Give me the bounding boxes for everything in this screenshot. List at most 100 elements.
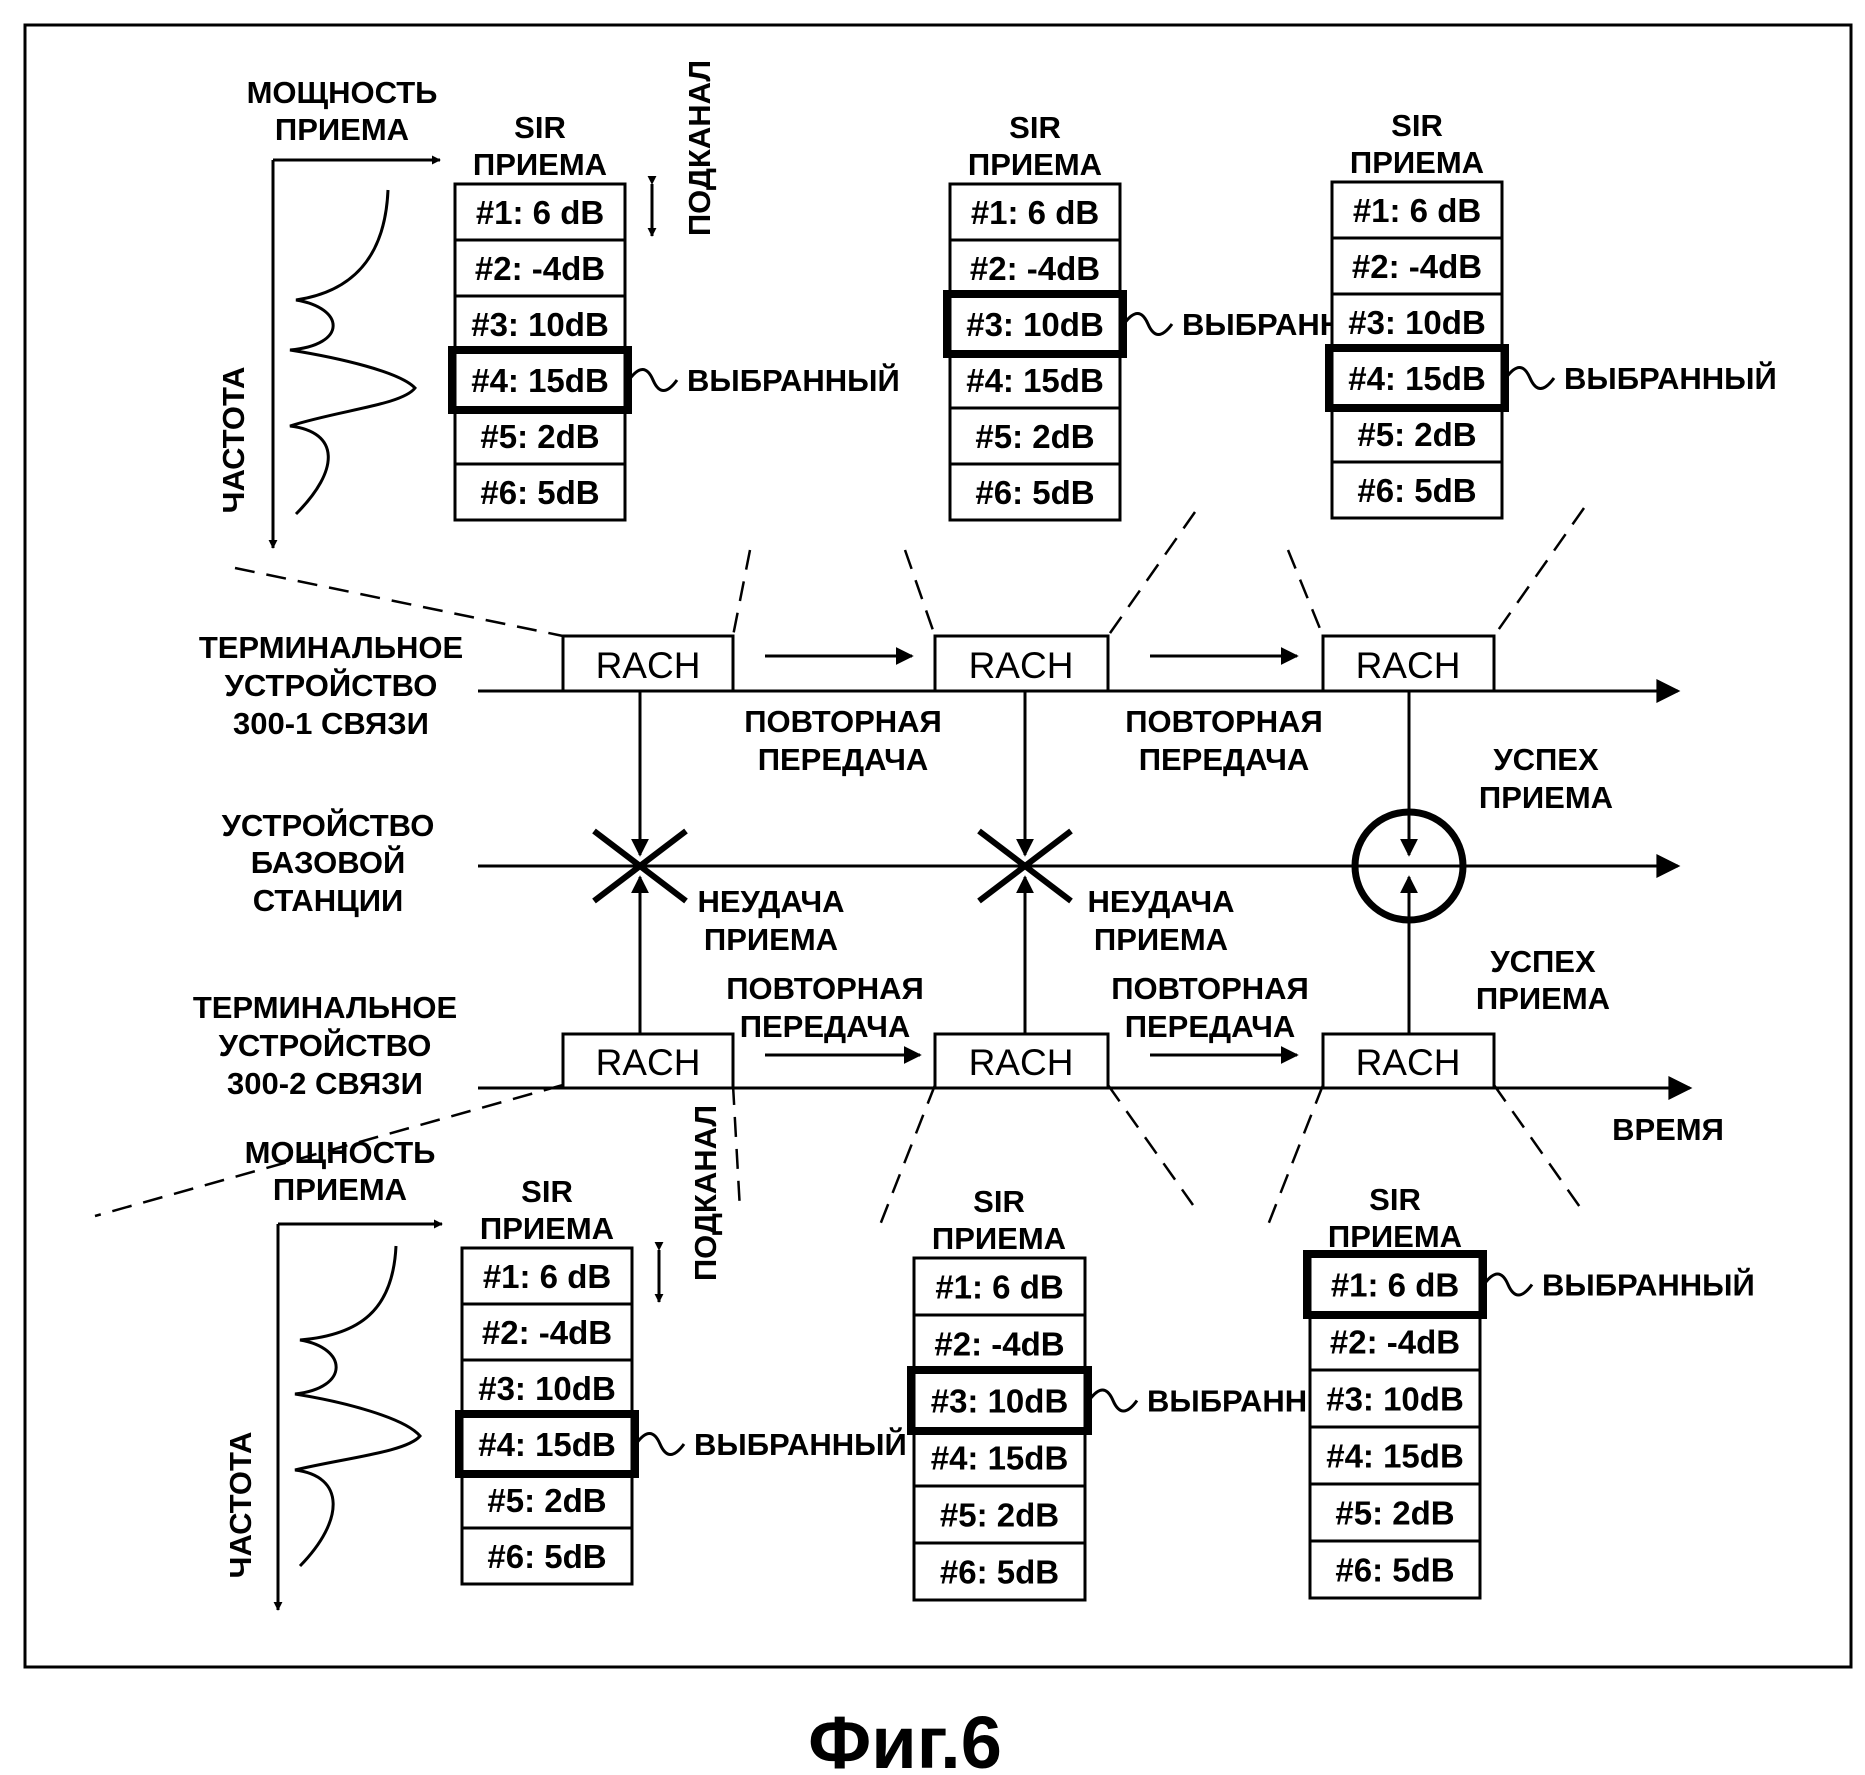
terminal2-label-line2: УСТРОЙСТВО	[219, 1027, 432, 1063]
rach-box: RACH	[933, 1032, 1110, 1090]
figure-frame	[23, 23, 1853, 1669]
selected-subchannel-highlight	[1325, 344, 1509, 412]
rx-success-line1: УСПЕХ	[1490, 944, 1596, 979]
sir-cell	[1330, 180, 1504, 240]
rach-label: RACH	[596, 1042, 701, 1083]
sir-cell-value: #2: -4dB	[475, 250, 605, 287]
sir-cell-value: #6: 5dB	[940, 1554, 1059, 1591]
selected-subchannel-highlight	[943, 290, 1127, 358]
sir-cell-value: #1: 6 dB	[483, 1258, 611, 1295]
rach-label: RACH	[1356, 645, 1461, 686]
selected-pointer-icon	[627, 368, 679, 392]
sir-cell-value: #3: 10dB	[966, 306, 1104, 343]
rx-failure-line1: НЕУДАЧА	[1087, 884, 1234, 919]
sir-cell	[1308, 1311, 1482, 1372]
sir-cell-value: #5: 2dB	[1335, 1495, 1454, 1532]
sir-cell	[460, 1246, 634, 1306]
sir-cell	[1330, 236, 1504, 296]
selected-label: ВЫБРАННЫЙ	[694, 1426, 907, 1462]
sir-cell	[453, 238, 627, 298]
sir-cell-value: #6: 5dB	[1335, 1552, 1454, 1589]
subchannel-indicator-top: ПОДКАНАЛ	[647, 60, 717, 237]
rach-box: RACH	[1321, 634, 1496, 693]
rx-failure-line1: НЕУДАЧА	[697, 884, 844, 919]
sir-cell-value: #4: 15dB	[931, 1440, 1069, 1477]
sir-cell	[1308, 1482, 1482, 1543]
sir-cell-value: #5: 2dB	[1357, 416, 1476, 453]
rx-failure-label-2: НЕУДАЧА ПРИЕМА	[1087, 884, 1234, 957]
base-station-label-line2: БАЗОВОЙ	[251, 844, 406, 880]
retransmission-bottom-2: ПОВТОРНАЯ ПЕРЕДАЧА	[1111, 971, 1309, 1064]
sir-cell	[1308, 1368, 1482, 1429]
terminal1-label-line1: ТЕРМИНАЛЬНОЕ	[199, 630, 463, 665]
sir-cell-value: #2: -4dB	[970, 250, 1100, 287]
rx-failure-line2: ПРИЕМА	[704, 922, 838, 957]
sir-cell	[948, 462, 1122, 522]
retransmission-line2: ПЕРЕДАЧА	[740, 1009, 911, 1044]
rx-success-line2: ПРИЕМА	[1476, 981, 1610, 1016]
retransmission-line2: ПЕРЕДАЧА	[1139, 742, 1310, 777]
time-label: ВРЕМЯ	[1612, 1112, 1724, 1147]
selected-pointer-icon	[1087, 1388, 1139, 1413]
retransmission-line1: ПОВТОРНАЯ	[726, 971, 924, 1006]
terminal2-label-line3: 300-2 СВЯЗИ	[227, 1066, 423, 1101]
sir-cell	[912, 1541, 1087, 1602]
rx-success-line2: ПРИЕМА	[1479, 780, 1613, 815]
sir-header-line1: SIR	[514, 110, 566, 145]
retransmission-top-1: ПОВТОРНАЯ ПЕРЕДАЧА	[744, 647, 942, 777]
selected-pointer-icon	[1504, 366, 1556, 390]
sir-cell-value: #5: 2dB	[480, 418, 599, 455]
frequency-label: ЧАСТОТА	[216, 367, 251, 514]
rach-box: RACH	[1321, 1032, 1496, 1090]
sir-cell-value: #5: 2dB	[940, 1497, 1059, 1534]
rx-power-label-line2: ПРИЕМА	[275, 112, 409, 147]
sir-cell	[1330, 460, 1504, 520]
retransmission-top-2: ПОВТОРНАЯ ПЕРЕДАЧА	[1125, 647, 1323, 777]
rach-box: RACH	[933, 634, 1110, 693]
selected-label: ВЫБРАННЫЙ	[687, 362, 900, 398]
sir-cell-value: #6: 5dB	[480, 474, 599, 511]
sir-cell	[912, 1313, 1087, 1374]
rx-success-label-top: УСПЕХ ПРИЕМА	[1479, 742, 1613, 815]
rach-box: RACH	[561, 634, 735, 693]
sir-cell-value: #1: 6 dB	[1331, 1267, 1459, 1304]
sir-header-line1: SIR	[1369, 1182, 1421, 1217]
retransmission-line2: ПЕРЕДАЧА	[1125, 1009, 1296, 1044]
rx-success-circle	[1351, 808, 1467, 924]
sir-header-line2: ПРИЕМА	[932, 1221, 1066, 1256]
terminal1-label-line3: 300-1 СВЯЗИ	[233, 706, 429, 741]
sir-cell-value: #4: 15dB	[1348, 360, 1486, 397]
sir-cell-value: #6: 5dB	[487, 1538, 606, 1575]
terminal1-label: ТЕРМИНАЛЬНОЕ УСТРОЙСТВО 300-1 СВЯЗИ	[199, 630, 463, 741]
terminal2-label-line1: ТЕРМИНАЛЬНОЕ	[193, 990, 457, 1025]
sir-cell	[912, 1256, 1087, 1317]
retransmission-line1: ПОВТОРНАЯ	[1111, 971, 1309, 1006]
dashed-connectors	[94, 507, 1586, 1226]
sir-cell-value: #1: 6 dB	[971, 194, 1099, 231]
sir-cell-value: #2: -4dB	[1330, 1324, 1460, 1361]
sir-cell	[912, 1484, 1087, 1545]
spectrum-top: МОЩНОСТЬ ПРИЕМА ЧАСТОТА	[216, 75, 441, 549]
selected-pointer-icon	[634, 1432, 686, 1456]
subchannel-label: ПОДКАНАЛ	[688, 1105, 723, 1281]
spectrum-curve	[289, 189, 417, 516]
rach-label: RACH	[596, 645, 701, 686]
retransmission-bottom-1: ПОВТОРНАЯ ПЕРЕДАЧА	[726, 971, 924, 1064]
sir-header-line2: ПРИЕМА	[480, 1211, 614, 1246]
sir-cell	[1308, 1425, 1482, 1486]
sir-cell-value: #5: 2dB	[975, 418, 1094, 455]
rx-success-line1: УСПЕХ	[1493, 742, 1599, 777]
sir-header-line2: ПРИЕМА	[968, 147, 1102, 182]
sir-cell-value: #4: 15dB	[471, 362, 609, 399]
sir-cell-value: #4: 15dB	[966, 362, 1104, 399]
rx-failure-mark-2	[977, 828, 1073, 904]
retransmission-line1: ПОВТОРНАЯ	[1125, 704, 1323, 739]
rx-failure-label-1: НЕУДАЧА ПРИЕМА	[697, 884, 844, 957]
spectrum-bottom: МОЩНОСТЬ ПРИЕМА ЧАСТОТА	[223, 1135, 443, 1611]
rach-box: RACH	[561, 1032, 735, 1090]
terminal1-label-line2: УСТРОЙСТВО	[225, 667, 438, 703]
